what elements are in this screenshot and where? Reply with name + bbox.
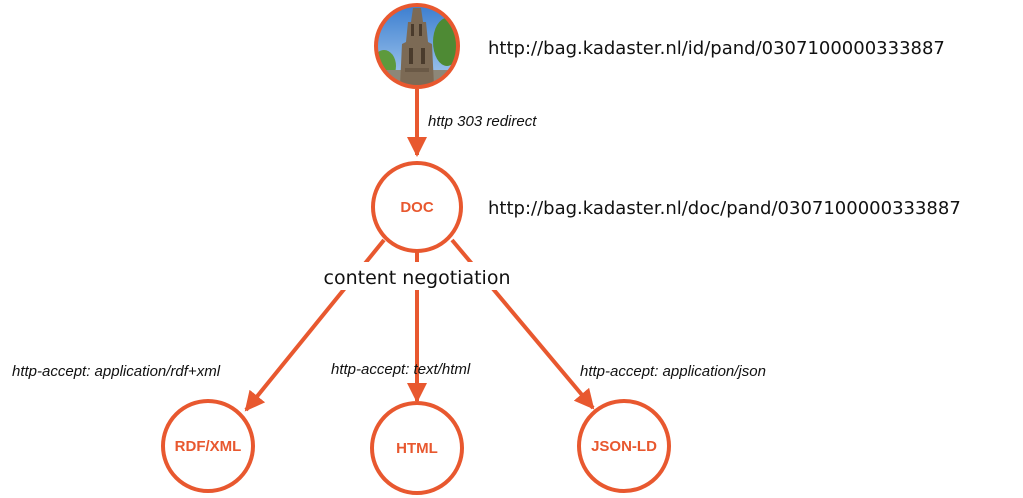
accept-html-label: http-accept: text/html <box>331 361 471 378</box>
rdf-xml-node: RDF/XML <box>161 399 255 493</box>
content-negotiation-label-bg <box>316 262 516 290</box>
json-ld-node: JSON-LD <box>577 399 671 493</box>
church-tower-photo <box>377 6 457 86</box>
accept-json-label: http-accept: application/json <box>580 363 766 380</box>
church-photo-node <box>374 3 460 89</box>
doc-node: DOC <box>371 161 463 253</box>
rdf-xml-node-label: RDF/XML <box>175 438 242 455</box>
html-node-label: HTML <box>396 440 438 457</box>
json-ld-node-label: JSON-LD <box>591 438 657 455</box>
doc-uri-label: http://bag.kadaster.nl/doc/pand/03071000… <box>488 198 961 219</box>
html-node: HTML <box>370 401 464 495</box>
id-uri-label: http://bag.kadaster.nl/id/pand/030710000… <box>488 38 945 59</box>
content-negotiation-label: content negotiation <box>324 267 511 289</box>
accept-rdf-label: http-accept: application/rdf+xml <box>12 363 221 380</box>
doc-node-label: DOC <box>400 199 434 216</box>
redirect-label: http 303 redirect <box>428 113 537 130</box>
